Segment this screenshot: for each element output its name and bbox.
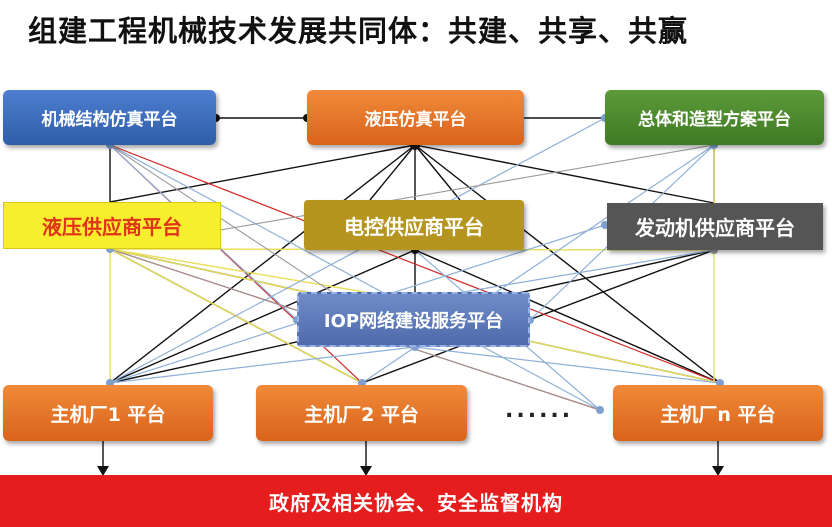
oem-n-platform: 主机厂n 平台 — [613, 385, 823, 441]
arrow-heads — [97, 466, 724, 476]
electronic-control-supplier-platform: 电控供应商平台 — [304, 200, 524, 250]
diagram-title: 组建工程机械技术发展共同体：共建、共享、共赢 — [28, 14, 689, 48]
government-supervision-bar: 政府及相关协会、安全监督机构 — [0, 475, 832, 527]
iop-network-service-platform: IOP网络建设服务平台 — [297, 292, 530, 347]
oem-2-platform: 主机厂2 平台 — [256, 385, 467, 441]
overall-styling-platform: 总体和造型方案平台 — [605, 90, 824, 145]
hydraulic-supplier-platform: 液压供应商平台 — [3, 202, 221, 249]
machinery-structure-sim-platform: 机械结构仿真平台 — [3, 90, 216, 145]
oem-1-platform: 主机厂1 平台 — [3, 385, 213, 441]
ellipsis: ...... — [505, 398, 574, 423]
hydraulic-sim-platform: 液压仿真平台 — [307, 90, 524, 145]
engine-supplier-platform: 发动机供应商平台 — [607, 203, 823, 250]
